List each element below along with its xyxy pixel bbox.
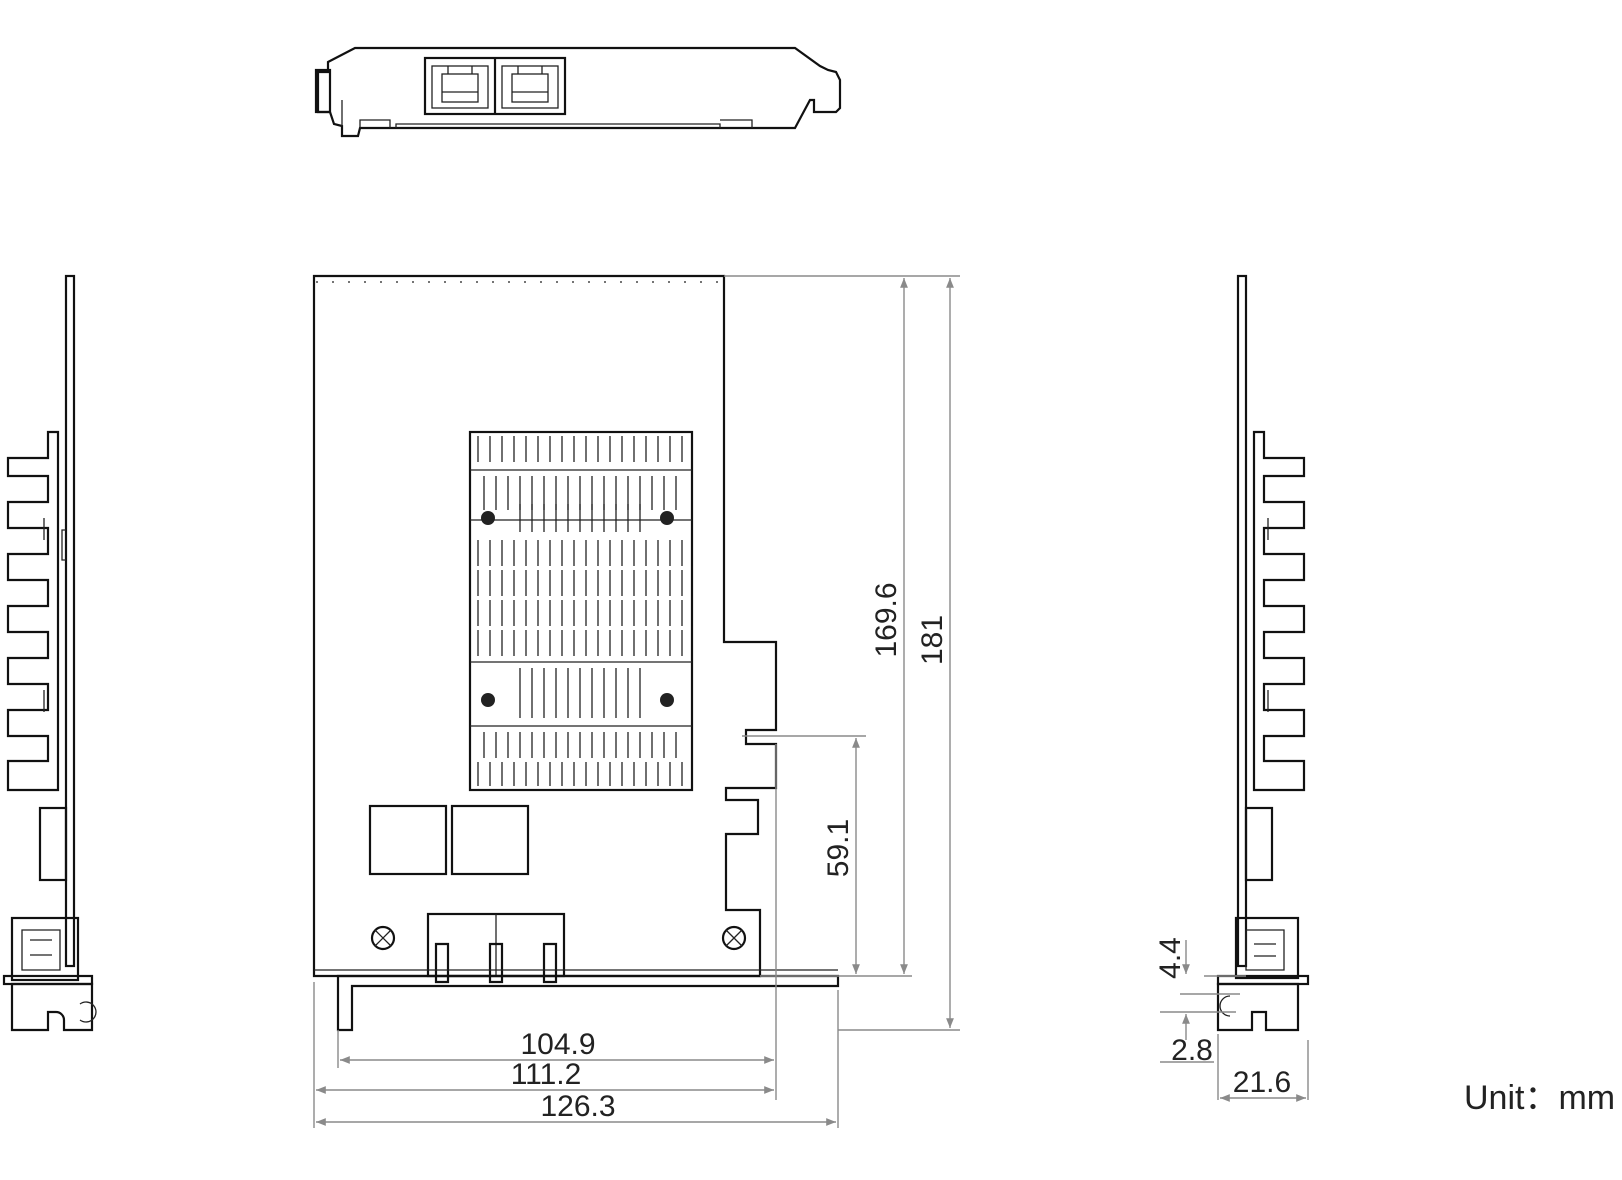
right-pcb: [1236, 274, 1248, 968]
front-view: [312, 274, 840, 1032]
top-bracket-tab: [314, 68, 332, 114]
right-component: [1244, 806, 1274, 882]
front-mount-screw-right: [721, 925, 747, 951]
left-bracket-slot: [79, 1001, 97, 1023]
dim-label-2-8: 2.8: [1171, 1034, 1213, 1067]
heatsink-screw-4: [660, 693, 674, 707]
left-heatsink-clips: [43, 518, 66, 712]
right-side-view: [1216, 274, 1310, 1032]
dim-label-59-1: 59.1: [822, 819, 855, 877]
dim-label-21-6: 21.6: [1233, 1066, 1291, 1099]
top-rj45-port-left: [431, 65, 489, 109]
left-rj45-block: [10, 916, 80, 982]
front-heatsink: [468, 430, 694, 792]
dim-label-181: 181: [916, 615, 949, 665]
heatsink-screw-1: [481, 511, 495, 525]
right-bracket-body: [1216, 982, 1300, 1032]
front-pcb-outline: [312, 274, 778, 978]
left-side-view: [2, 274, 97, 1032]
right-rj45-block: [1234, 916, 1300, 980]
front-rj45-legs: [434, 942, 558, 984]
left-heatsink-fins: [6, 430, 60, 792]
unit-label: Unit：mm: [1464, 1079, 1616, 1117]
front-bracket: [336, 974, 840, 1032]
heatsink-screw-3: [481, 693, 495, 707]
top-rj45-port-right: [501, 65, 559, 109]
top-view: [314, 46, 842, 138]
left-pcb: [64, 274, 76, 968]
right-rj45-detail: [1245, 929, 1285, 971]
left-rj45-detail: [21, 929, 61, 971]
dimensions: 169.6 181 59.1 104.9 111.2 126.3 4.4 2.8…: [313, 275, 1309, 1128]
front-chip-1: [368, 804, 448, 876]
left-component: [38, 806, 68, 882]
dim-label-4-4: 4.4: [1154, 937, 1187, 979]
heatsink-screw-2: [660, 511, 674, 525]
front-heatsink-body: [468, 430, 694, 792]
dim-label-126-3: 126.3: [540, 1090, 615, 1123]
top-pcb-edge: [341, 100, 753, 128]
right-heatsink-fins: [1252, 430, 1306, 792]
top-bracket-outline: [316, 46, 842, 138]
left-bracket-body: [10, 982, 94, 1032]
dim-label-104-9: 104.9: [520, 1028, 595, 1061]
front-mount-screw-left: [370, 925, 396, 951]
front-chip-2: [450, 804, 530, 876]
right-bracket-slot: [1219, 995, 1231, 1017]
dim-label-169-6: 169.6: [870, 582, 903, 657]
dim-label-111-2: 111.2: [511, 1058, 582, 1091]
